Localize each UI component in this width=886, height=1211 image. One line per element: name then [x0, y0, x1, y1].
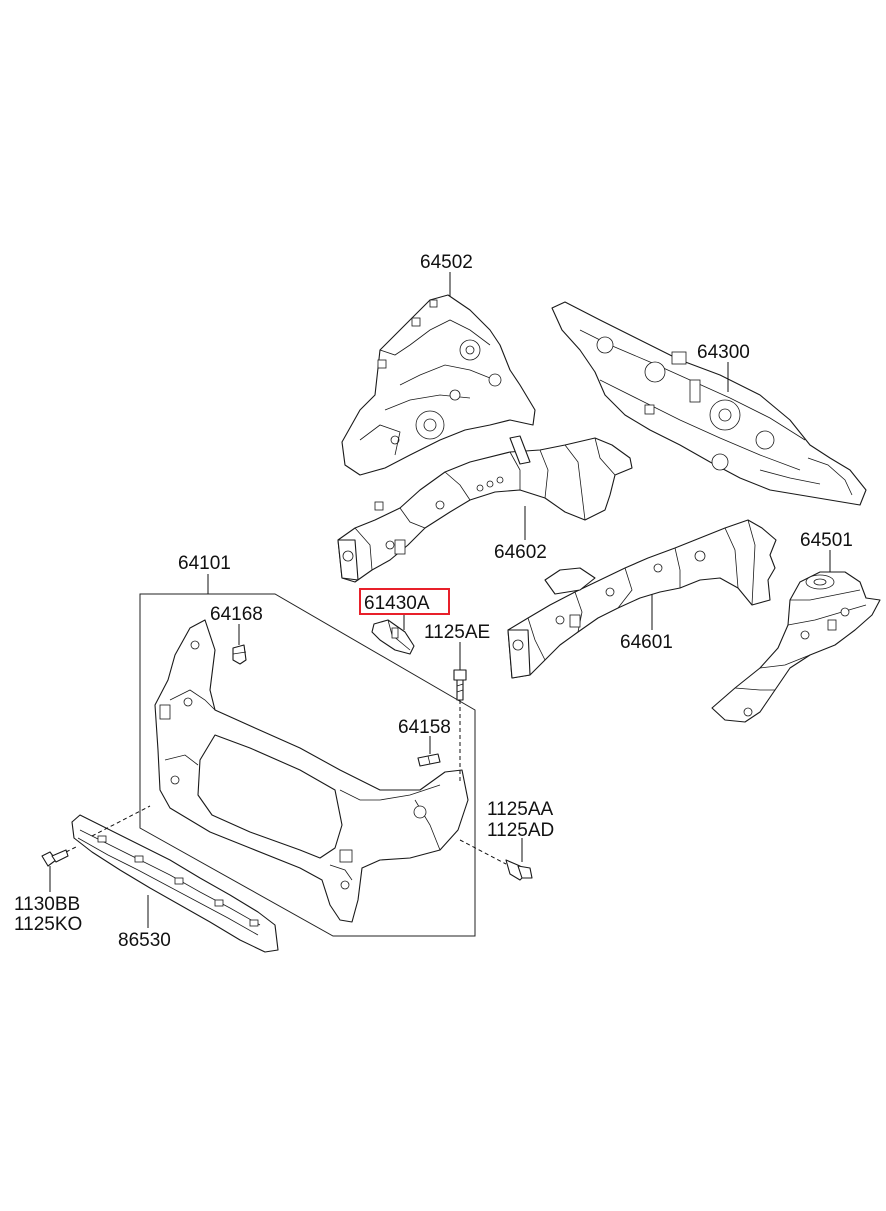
part-64300-dash-panel[interactable] — [551, 301, 867, 506]
part-64101-front-carrier[interactable] — [154, 619, 469, 923]
label-1125AA[interactable]: 1125AA — [487, 799, 554, 820]
part-64501-fender-apron[interactable] — [711, 571, 881, 723]
part-86530-bumper-beam[interactable] — [71, 814, 279, 953]
part-64158-bracket[interactable] — [417, 753, 441, 767]
label-1125AE[interactable]: 1125AE — [424, 622, 490, 643]
label-1125AD[interactable]: 1125AD — [487, 820, 554, 841]
part-1125AA-bolt[interactable] — [505, 859, 533, 881]
part-64502-fender-apron[interactable] — [341, 294, 536, 476]
part-1130BB-bolt[interactable] — [41, 849, 69, 867]
part-64602-side-member[interactable] — [337, 435, 633, 583]
label-64168[interactable]: 64168 — [210, 604, 263, 625]
label-64602[interactable]: 64602 — [494, 542, 547, 563]
label-64502[interactable]: 64502 — [420, 252, 473, 273]
highlight-box-61430A — [359, 588, 450, 615]
label-64158[interactable]: 64158 — [398, 717, 451, 738]
label-64101[interactable]: 64101 — [178, 553, 231, 574]
label-1130BB[interactable]: 1130BB — [14, 894, 80, 915]
group-box-64101 — [139, 593, 476, 937]
label-61430A[interactable]: 61430A — [364, 593, 430, 614]
part-64168-clip[interactable] — [232, 644, 247, 665]
part-61430A-bracket[interactable] — [371, 619, 415, 655]
label-64300[interactable]: 64300 — [697, 342, 750, 363]
label-64601[interactable]: 64601 — [620, 632, 673, 653]
part-1125AE-bolt[interactable] — [453, 669, 467, 701]
label-1125KO[interactable]: 1125KO — [14, 914, 82, 935]
part-64601-side-member[interactable] — [507, 519, 777, 679]
label-86530[interactable]: 86530 — [118, 930, 171, 951]
label-64501[interactable]: 64501 — [800, 530, 853, 551]
